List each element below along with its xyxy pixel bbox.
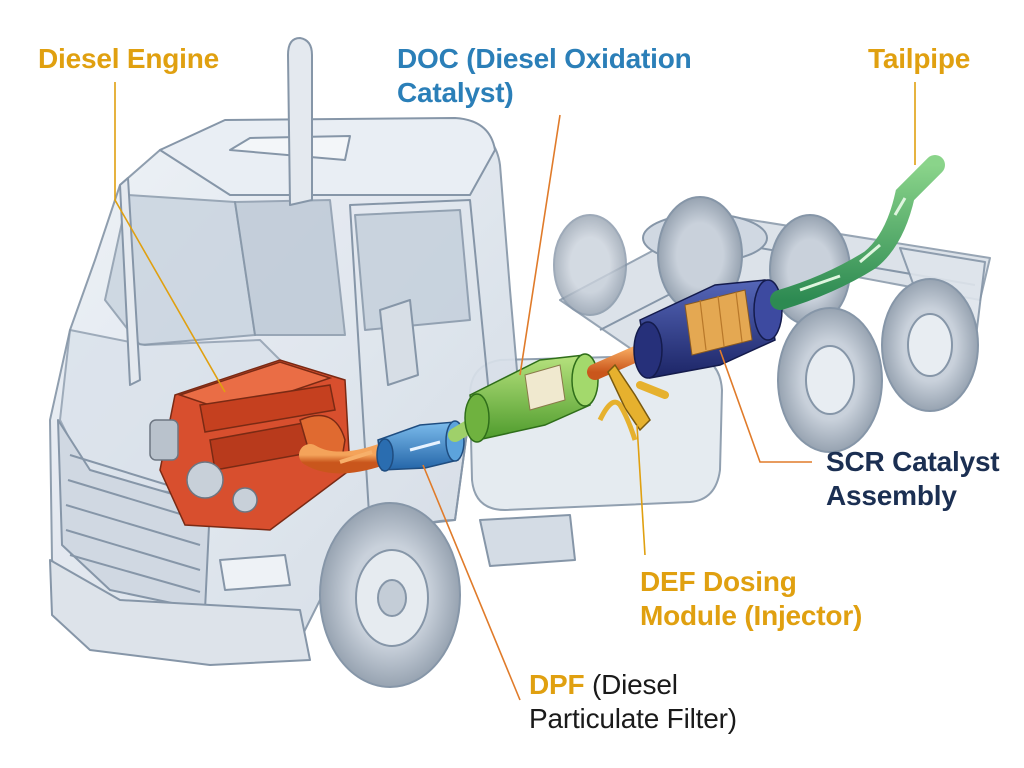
headlight <box>219 554 291 591</box>
leader-doc <box>519 114 561 376</box>
windshield <box>104 194 256 346</box>
front-wheel <box>319 502 461 688</box>
def-injector <box>597 363 669 441</box>
label-dpf-rest: (Diesel <box>584 669 678 700</box>
label-dpf-line1: DPF (Diesel <box>529 668 737 702</box>
exhaust-pipe <box>299 444 391 474</box>
label-scr-line1: SCR Catalyst <box>826 446 1000 477</box>
leader-dpf <box>422 464 521 701</box>
label-tailpipe: Tailpipe <box>868 42 970 76</box>
side-mirror <box>379 299 419 386</box>
rear-tires <box>553 196 979 453</box>
label-dpf: DPF (Diesel Particulate Filter) <box>529 668 737 736</box>
doc-unit <box>464 353 599 443</box>
label-doc-line1: DOC (Diesel Oxidation <box>397 43 692 74</box>
label-doc-line2: Catalyst) <box>397 77 514 108</box>
label-tailpipe-line1: Tailpipe <box>868 43 971 74</box>
bumper <box>49 559 311 666</box>
label-scr-line2: Assembly <box>826 480 957 511</box>
scr-unit <box>633 279 783 379</box>
label-scr: SCR Catalyst Assembly <box>826 445 1000 513</box>
exhaust-stack <box>287 37 313 206</box>
leader-def <box>636 424 646 556</box>
label-def-line1: DEF Dosing <box>640 566 797 597</box>
diesel-engine <box>149 359 351 531</box>
label-doc: DOC (Diesel Oxidation Catalyst) <box>397 42 692 110</box>
leader-scr <box>719 349 812 463</box>
label-dpf-abbr: DPF <box>529 669 585 700</box>
leader-engine <box>114 82 226 393</box>
label-def: DEF Dosing Module (Injector) <box>640 565 862 633</box>
label-diesel-engine: Diesel Engine <box>38 42 219 76</box>
leader-lines <box>114 82 916 701</box>
side-window <box>354 209 471 331</box>
label-def-line2: Module (Injector) <box>640 600 863 631</box>
label-diesel-engine-line1: Diesel Engine <box>38 43 220 74</box>
tailpipe <box>770 155 945 310</box>
grille <box>57 419 211 611</box>
label-dpf-line2: Particulate Filter) <box>529 703 737 734</box>
